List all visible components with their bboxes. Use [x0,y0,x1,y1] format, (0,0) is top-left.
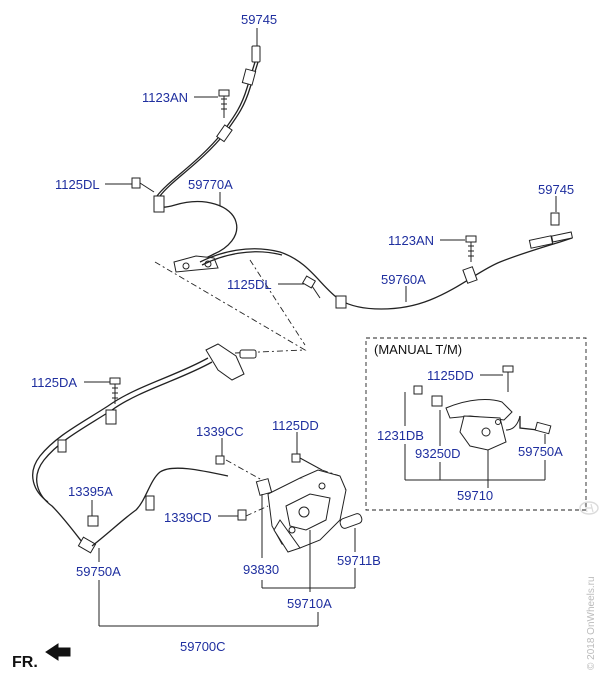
dash-1339cd [245,505,269,517]
callout-1123an-top: 1123AN [142,90,188,105]
callout-1231db: 1231DB [377,428,424,443]
callout-1125dl-mid: 1125DL [227,277,272,292]
callout-1125dd-inset: 1125DD [427,368,474,383]
callout-1123an-right: 1123AN [388,233,434,248]
callout-1125da: 1125DA [31,375,77,390]
callout-59745-top: 59745 [241,12,277,27]
callout-59710: 59710 [457,488,493,503]
callout-1339cd: 1339CD [164,510,212,525]
callout-59710a: 59710A [287,596,332,611]
rear-cable-right [199,212,573,310]
callout-1125dl-left: 1125DL [55,177,100,192]
bolt-1125da [109,377,121,404]
dash-1339cc [225,459,263,481]
callout-1339cc: 1339CC [196,424,244,439]
callout-13395a: 13395A [68,484,113,499]
callout-1125dd-main: 1125DD [272,418,319,433]
callout-59711b: 59711B [337,553,381,568]
brand-logo-icon [579,501,599,515]
bolt-1123an-top [218,89,230,118]
front-cable [32,343,257,554]
bolt-1125dl-mid [301,275,321,299]
bolt-1125dl-left [131,177,155,193]
callout-59750a-main: 59750A [76,564,121,579]
callout-59745-right: 59745 [538,182,574,197]
front-arrow-icon [45,643,71,661]
direction-label: FR. [12,654,38,671]
callout-59770a: 59770A [188,177,233,192]
connection-dash-1 [154,261,307,355]
connection-dash-2 [249,259,306,346]
lever-assembly-manual [413,365,552,451]
leader-lines [84,28,557,627]
bolt-1123an-right [465,235,477,262]
callout-59700c: 59700C [180,639,226,654]
lever-assembly-main [215,455,363,553]
callout-93250d: 93250D [415,446,461,461]
callout-59750a-inset: 59750A [518,444,563,459]
callout-93830: 93830 [243,562,279,577]
callout-59760a: 59760A [381,272,426,287]
bolt-1125dd-main [291,453,341,477]
watermark: © 2018 OnWheels.ru [586,576,597,670]
rear-cable-left [153,45,261,273]
inset-title: (MANUAL T/M) [374,342,462,357]
